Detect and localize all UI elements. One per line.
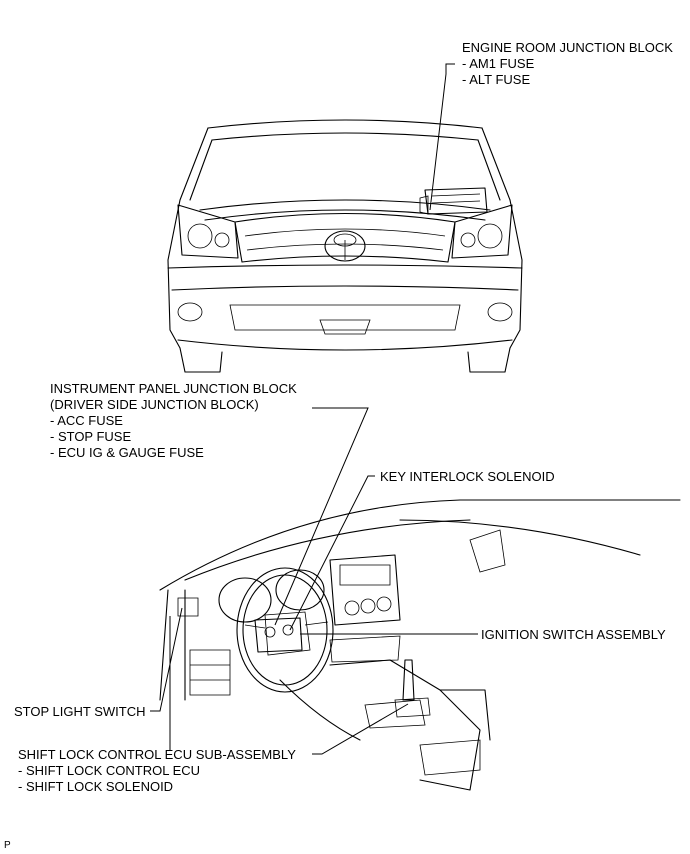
shift-lock-title: SHIFT LOCK CONTROL ECU SUB-ASSEMBLY — [18, 747, 296, 762]
alt-fuse-item: - ALT FUSE — [462, 72, 531, 87]
instrument-panel-subtitle: (DRIVER SIDE JUNCTION BLOCK) — [50, 397, 259, 412]
acc-fuse-item: - ACC FUSE — [50, 413, 123, 428]
instrument-panel-title: INSTRUMENT PANEL JUNCTION BLOCK — [50, 381, 297, 396]
vehicle-interior-illustration — [160, 500, 680, 790]
key-interlock-solenoid-label: KEY INTERLOCK SOLENOID — [380, 469, 555, 484]
am1-fuse-item: - AM1 FUSE — [462, 56, 535, 71]
corner-mark: P — [4, 840, 11, 851]
stop-fuse-item: - STOP FUSE — [50, 429, 132, 444]
ecu-ig-gauge-fuse-item: - ECU IG & GAUGE FUSE — [50, 445, 204, 460]
engine-room-junction-block-label: ENGINE ROOM JUNCTION BLOCK - AM1 FUSE - … — [462, 40, 673, 88]
stop-light-switch-label: STOP LIGHT SWITCH — [14, 704, 146, 719]
instrument-panel-junction-block-label: INSTRUMENT PANEL JUNCTION BLOCK (DRIVER … — [50, 381, 297, 461]
shift-lock-ecu-item: - SHIFT LOCK CONTROL ECU — [18, 763, 201, 778]
ignition-switch-assembly-label: IGNITION SWITCH ASSEMBLY — [481, 627, 666, 642]
leader-lines — [150, 64, 478, 754]
shift-lock-solenoid-item: - SHIFT LOCK SOLENOID — [18, 779, 174, 794]
engine-room-title: ENGINE ROOM JUNCTION BLOCK — [462, 40, 673, 55]
vehicle-front-illustration — [168, 120, 522, 372]
shift-lock-control-ecu-label: SHIFT LOCK CONTROL ECU SUB-ASSEMBLY - SH… — [18, 747, 296, 795]
